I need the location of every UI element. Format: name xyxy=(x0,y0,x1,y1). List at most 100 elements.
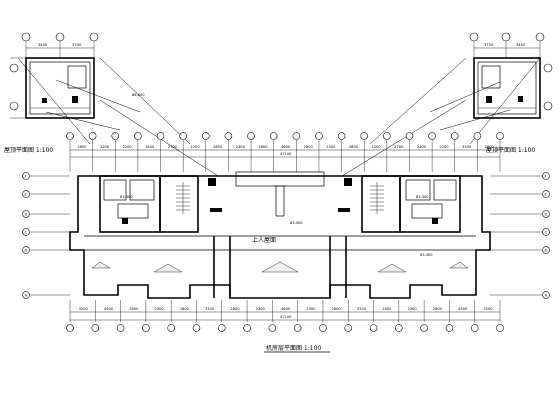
left-stair-room xyxy=(159,175,199,233)
grid-letter: A xyxy=(25,293,28,297)
dim-text: 3100 xyxy=(357,307,367,311)
roof-outline xyxy=(25,57,95,119)
dim-text: 2300 xyxy=(236,145,246,149)
total-dim-top: 47100 xyxy=(280,152,292,156)
left-stair xyxy=(176,182,190,214)
dim-text: 2800 xyxy=(230,307,240,311)
grid-letter: F xyxy=(545,174,547,178)
grid-bubble xyxy=(344,324,353,332)
grid-bubble xyxy=(269,132,278,140)
grid-bubble xyxy=(315,132,323,140)
grid-bubble xyxy=(428,132,436,140)
grid-bubble xyxy=(89,32,99,42)
dim-text: 2700 xyxy=(394,145,404,149)
grid-bubble xyxy=(91,324,100,332)
grid-bubble xyxy=(224,132,233,140)
dim-text: 2200 xyxy=(123,145,133,149)
dim-text: 4600 xyxy=(281,307,291,311)
grid-bubble xyxy=(420,324,428,332)
grid-bubble xyxy=(542,291,550,299)
dim-text: 1200 xyxy=(372,145,382,149)
grid-bubble xyxy=(247,132,255,140)
grid-bubble xyxy=(542,210,550,218)
dim-text: 2600 xyxy=(433,307,443,311)
grid-bubble xyxy=(496,324,504,332)
right-roof-detail: 3700 3400 屋顶平面图 1:100 xyxy=(429,32,553,154)
dim-text: 2300 xyxy=(407,307,417,311)
dim-text: 4500 xyxy=(458,307,468,311)
grid-bubble xyxy=(470,324,479,332)
main-plan: 47100 2800 3200 2200 3400 2700 1200 2800 2300 26… xyxy=(22,132,550,353)
total-dim-bottom: 47100 xyxy=(280,315,292,319)
grid-bubble xyxy=(501,32,511,42)
grid-bubble xyxy=(543,63,553,73)
dim-text: 2300 xyxy=(155,307,165,311)
grid-bubble xyxy=(22,291,30,299)
grid-bubble xyxy=(134,132,142,140)
grid-letter: C xyxy=(25,230,28,234)
grid-bubble xyxy=(445,324,454,332)
grid-bubble xyxy=(369,324,378,332)
dim-text: 3200 xyxy=(483,307,493,311)
dim-text: 3400 xyxy=(145,145,155,149)
dim-text: 3700 xyxy=(72,43,82,47)
bottom-dims: 3200 4500 2600 2300 1800 3100 2800 2300 4600 2300… xyxy=(79,307,494,311)
dim-text: 3400 xyxy=(516,43,526,47)
grid-bubble xyxy=(111,132,120,140)
dim-text: 3200 xyxy=(462,145,472,149)
dim-text: 2800 xyxy=(332,307,342,311)
elev-label: 83.300 xyxy=(420,253,433,257)
left-grid-axis: F E D C B A xyxy=(22,172,70,299)
right-stair xyxy=(370,182,384,214)
grid-letter: A xyxy=(545,293,548,297)
dim-text: 2800 xyxy=(349,145,359,149)
dim-text: 2800 xyxy=(77,145,87,149)
grid-letter: B xyxy=(25,248,28,252)
dim-text: 2700 xyxy=(168,145,178,149)
dim-text: 2800 xyxy=(485,145,495,149)
dim-text: 1200 xyxy=(190,145,200,149)
grid-bubble xyxy=(319,324,327,332)
grid-bubble xyxy=(243,324,251,332)
dim-text: 2200 xyxy=(439,145,449,149)
main-plan-title: 机房层平面图 1:100 xyxy=(266,344,321,352)
grid-bubble xyxy=(167,324,175,332)
grid-bubble xyxy=(542,172,550,180)
grid-letter: F xyxy=(25,174,27,178)
dim-text: 2800 xyxy=(213,145,223,149)
grid-bubble xyxy=(22,172,30,180)
grid-bubble xyxy=(22,190,30,198)
grid-letter: E xyxy=(25,192,28,196)
room-label: 上人屋面 xyxy=(252,236,276,244)
right-stair-room xyxy=(361,175,401,233)
grid-letter: D xyxy=(545,212,548,216)
dim-text: 3400 xyxy=(417,145,427,149)
grid-letter: D xyxy=(25,212,28,216)
grid-bubble xyxy=(142,324,150,332)
dim-text: 2600 xyxy=(304,145,314,149)
grid-bubble xyxy=(496,132,504,140)
grid-bubble xyxy=(88,132,97,140)
dim-text: 3200 xyxy=(100,145,110,149)
top-grid-axis xyxy=(66,132,504,172)
grid-bubble xyxy=(293,324,302,332)
grid-bubble xyxy=(192,324,201,332)
grid-bubble xyxy=(360,132,369,140)
dim-text: 2300 xyxy=(306,307,316,311)
dim-text: 2600 xyxy=(129,307,139,311)
dim-text: 3100 xyxy=(205,307,215,311)
grid-bubble xyxy=(55,32,65,42)
left-roof-title: 屋顶平面图 1:100 xyxy=(4,147,53,154)
bottom-grid-axis xyxy=(66,300,504,332)
roof-outline xyxy=(473,57,541,119)
grid-bubble xyxy=(22,210,30,218)
grid-bubble xyxy=(473,132,482,140)
dim-text: 1800 xyxy=(382,307,392,311)
grid-bubble xyxy=(542,190,550,198)
dim-text: 4500 xyxy=(104,307,114,311)
grid-bubble xyxy=(292,132,301,140)
grid-bubble xyxy=(535,32,545,42)
grid-bubble xyxy=(268,324,277,332)
grid-bubble xyxy=(395,324,403,332)
